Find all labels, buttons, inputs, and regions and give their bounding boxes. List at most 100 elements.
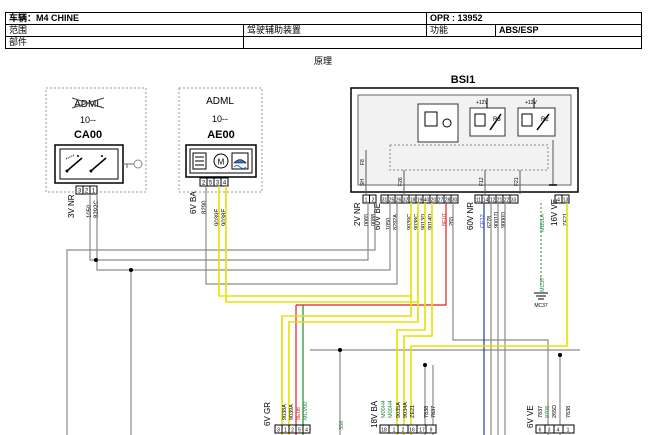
wire-set: [66, 186, 580, 435]
fuse-label: F26: [398, 177, 404, 186]
bsi-pin: 27: [438, 198, 444, 204]
wire-label: 265D: [552, 405, 558, 418]
pin: 18: [381, 428, 387, 434]
fuse-label: F8: [360, 159, 366, 165]
bsi-pin: 14: [483, 198, 489, 204]
relay-r2: [517, 107, 556, 137]
ca00-pin: 3: [78, 189, 82, 195]
bsi-connector-name: 60V BE: [373, 203, 382, 230]
bottom-connector-6v-gr: 6V GR 9038A 9039A 8E08 MCV00 3 1 2 5 4: [263, 402, 311, 434]
wire-1050: [89, 194, 369, 261]
bsi-pin: 19: [417, 198, 423, 204]
relay-label: R3: [493, 117, 501, 123]
bsi-connector-name: 16V VE: [550, 199, 559, 226]
component-ca00: ADML 10-- CA00 3 2 1 3V NR 1050 8292C: [45, 87, 147, 218]
bsi-pin: 18: [410, 198, 416, 204]
bsi1-module-icon: [417, 103, 459, 143]
supply-label: +12V: [476, 100, 488, 106]
ca00-sub-label: 10--: [80, 115, 96, 125]
bsi1-code: BSI1: [451, 74, 475, 86]
wire-label: MCV00: [303, 402, 309, 420]
bsi-wire-label: 9013D: [421, 214, 427, 230]
wire-label: 7837: [431, 406, 437, 418]
header-table: 车辆：M4 CHINE OPR : 13952 范围 驾驶辅助装置 功能 ABS…: [5, 12, 642, 49]
bottom-connector-18v-ba: 18V BA M00H4 M00H4 9035A 9034A ZE21 7838…: [370, 400, 437, 434]
relay-label: R2: [541, 117, 549, 123]
vehicle-label: 车辆：: [9, 13, 37, 24]
bsi-wire-label: 9038C: [414, 214, 420, 230]
wire-9035: [396, 203, 426, 435]
ae00-sub-label: 10--: [212, 114, 228, 124]
bsi-pin: 1: [365, 198, 368, 204]
bsi-wire-label: MB51A: [540, 214, 546, 232]
bsi-pin: 20: [431, 198, 437, 204]
pin: 1: [393, 428, 396, 434]
ae00-top-label: ADML: [206, 96, 234, 107]
ae00-motor-icon: M: [213, 153, 229, 169]
ground-mc37: MC37 MC37: [534, 203, 548, 309]
bsi-pin: 30: [452, 198, 458, 204]
mc37-sub-label: MC37: [534, 303, 548, 309]
wire-label: M00H4: [381, 400, 387, 418]
bsi-pin: 26: [396, 198, 402, 204]
supply-label: +12V: [525, 100, 537, 106]
wire-label: ZE21: [410, 405, 416, 418]
wire-label: 7837: [538, 406, 544, 418]
vehicle-value: M4 CHINE: [36, 13, 80, 24]
ca00-top-label: ADML: [74, 99, 102, 110]
bsi-pin: 12: [490, 198, 496, 204]
bsi-wire-label: 8E07: [442, 213, 448, 226]
pin: 1: [567, 428, 570, 434]
bsi-pin: 31: [382, 198, 388, 204]
connector-name: 6V VE: [526, 405, 535, 428]
ae00-pin: 5: [209, 181, 213, 187]
wire-junctions: [94, 258, 562, 367]
wire-label: 9034A: [403, 402, 409, 418]
wire-label: 7838: [424, 406, 430, 418]
part-label: 部件: [5, 36, 244, 49]
pin: 6: [539, 428, 542, 434]
bsi-wire-label: 0065: [364, 214, 370, 226]
wire-label: 8E08: [296, 407, 302, 420]
wire-9039: [218, 186, 412, 297]
svg-text:M: M: [218, 158, 225, 167]
wire-label: 9708: [545, 406, 551, 418]
pin: 2: [402, 428, 405, 434]
bsi-wire-label: 9001D: [494, 212, 500, 228]
ca00-pin: 2: [85, 189, 89, 195]
key-icon: [123, 159, 143, 169]
bsi-wire-label: CE12: [480, 214, 486, 228]
pin: 17: [419, 428, 425, 434]
ca00-pin: 1: [92, 189, 96, 195]
wire-label: 9039A: [289, 404, 295, 420]
bsi-wire-label: 9014D: [428, 214, 434, 230]
bsi-wire-label: ZE21: [563, 213, 569, 226]
connector-name: 18V BA: [370, 400, 379, 428]
bsi-pin: 40: [424, 198, 430, 204]
wire-8290: [205, 186, 398, 285]
wire-9038: [225, 186, 419, 303]
ca00-switch-icon: [65, 154, 107, 173]
pin: 1: [284, 428, 287, 434]
pin: 4: [557, 428, 560, 434]
bsi-wire-label: 6278: [487, 216, 493, 228]
component-bsi1: BSI1 R3 R2 +12V +12V F8 SH F26 F12 F21 1: [350, 74, 579, 232]
relay-r3: [469, 107, 506, 137]
bsi-pin: 22: [504, 198, 510, 204]
bsi-pin: 13: [563, 198, 569, 204]
bsi-pin: 33: [511, 198, 517, 204]
ae00-wire-label: 9038E: [222, 209, 228, 226]
pin: 2: [291, 428, 294, 434]
bsi-pin: 11: [476, 198, 481, 204]
ae00-wire-label: 8290: [202, 200, 208, 214]
ground-icon: [534, 292, 548, 300]
bsi-wire-label: 8292A: [393, 214, 399, 230]
fuse-label: SH: [360, 179, 366, 186]
wire-label-358: 358: [339, 421, 345, 430]
ae00-connector: 6V BA: [189, 191, 198, 214]
part-value: [243, 36, 642, 49]
pin: 9: [430, 428, 433, 434]
wire-label: M00H4: [388, 400, 394, 418]
section-title: 原理: [314, 56, 333, 66]
